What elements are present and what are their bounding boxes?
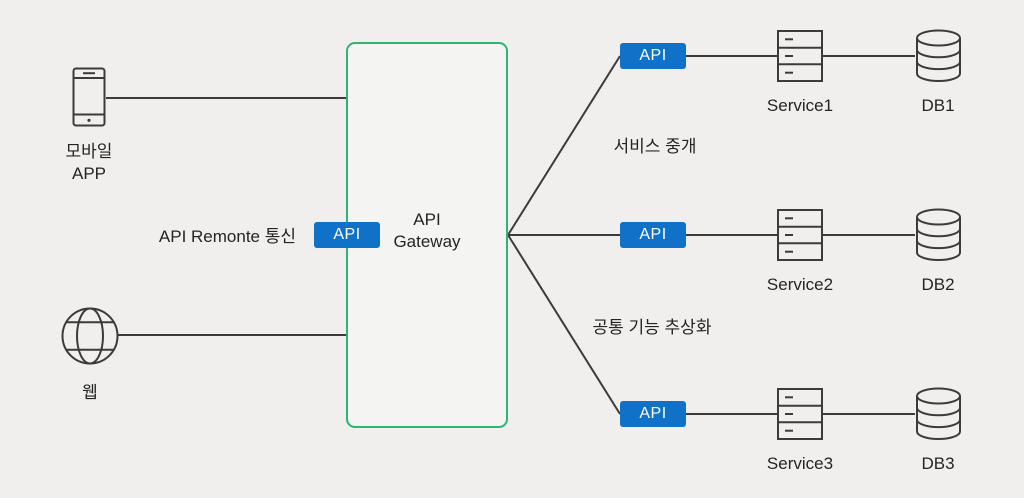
smartphone-icon <box>72 67 106 127</box>
api-badge-service3: API <box>620 401 686 427</box>
gateway-api-badge: API <box>314 222 380 248</box>
service-brokering-note: 서비스 중개 <box>613 137 697 156</box>
api-badge-service1: API <box>620 43 686 69</box>
api-badge-service2: API <box>620 222 686 248</box>
api-gateway-title: API Gateway <box>393 210 461 251</box>
db2-label: DB2 <box>921 275 955 294</box>
service1-label: Service1 <box>766 96 834 115</box>
web-label: 웹 <box>82 383 98 402</box>
server-icon-service1 <box>777 30 823 82</box>
db1-label: DB1 <box>921 96 955 115</box>
server-icon-service3 <box>777 388 823 440</box>
service2-label: Service2 <box>766 275 834 294</box>
common-abstraction-note: 공통 기능 추상화 <box>592 318 712 337</box>
connector-gateway-api1 <box>507 55 621 236</box>
server-icon-service2 <box>777 209 823 261</box>
connector-gateway-api3 <box>507 234 621 415</box>
database-icon-db1 <box>916 29 961 82</box>
database-icon-db2 <box>916 208 961 261</box>
db3-label: DB3 <box>921 454 955 473</box>
database-icon-db3 <box>916 387 961 440</box>
mobile-app-label: 모바일 APP <box>65 142 113 183</box>
service3-label: Service3 <box>766 454 834 473</box>
globe-icon <box>61 307 119 365</box>
api-remote-note: API Remonte 통신 <box>158 227 296 246</box>
